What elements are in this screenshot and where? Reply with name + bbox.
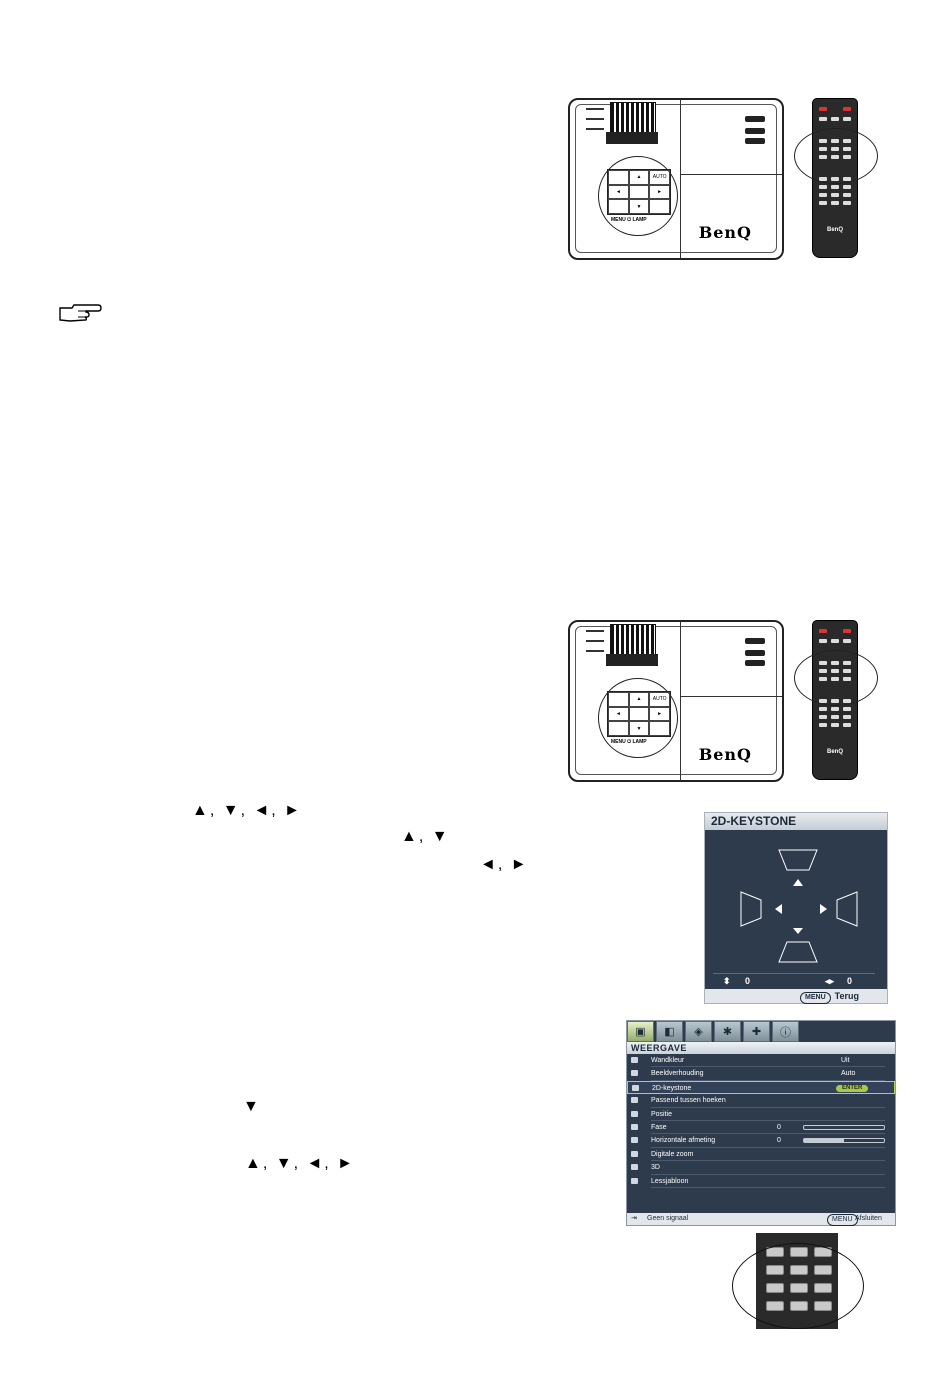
horizontal-size-slider[interactable] xyxy=(803,1138,885,1144)
keystone-diagram xyxy=(740,849,858,963)
keystone-up-icon xyxy=(793,879,803,886)
projector-brand: BenQ xyxy=(698,223,752,242)
projector-brand: BenQ xyxy=(698,745,752,764)
menu-row-wall-color[interactable]: Wandkleur Uit xyxy=(627,1054,895,1068)
horizontal-keystone-value: 0 xyxy=(847,976,853,986)
arrow-keys-glyphs-2: ▲, ▼, ◄, ► xyxy=(245,1155,356,1172)
vertical-arrows-icon: ⬍ xyxy=(723,976,731,986)
menu-row-teaching-template[interactable]: Lessjabloon xyxy=(627,1175,895,1188)
tab-picture-icon[interactable]: ◧ xyxy=(656,1021,683,1042)
corner-fit-icon xyxy=(631,1097,638,1104)
keystone-icon xyxy=(632,1084,639,1091)
menu-footer: ⇥ Geen signaal MENU Afsluiten xyxy=(627,1213,895,1226)
menu-tabs: ▣ ◧ ◈ ✱ ✚ ⓘ xyxy=(627,1021,799,1042)
display-menu-osd: ▣ ◧ ◈ ✱ ✚ ⓘ WEERGAVE Wandkleur Uit Beeld… xyxy=(626,1020,896,1226)
exit-label: Afsluiten xyxy=(855,1215,882,1222)
keystone-right-icon xyxy=(820,904,827,914)
menu-key-badge: MENU xyxy=(827,1214,858,1226)
menu-row-3d[interactable]: 3D xyxy=(627,1161,895,1175)
tab-source-icon[interactable]: ◈ xyxy=(685,1021,712,1042)
lens-icon xyxy=(610,624,656,656)
menu-row-digital-zoom[interactable]: Digitale zoom xyxy=(627,1148,895,1162)
keystone-title: 2D-KEYSTONE xyxy=(705,813,887,830)
remote-closeup-bottom xyxy=(730,1233,866,1329)
keystone-down-icon xyxy=(793,928,803,934)
control-panel-closeup: ▲AUTO ◄► ▼ MENU ⏻ LAMP xyxy=(598,678,678,758)
tab-info-icon[interactable]: ⓘ xyxy=(772,1021,799,1042)
menu-row-corner-fit[interactable]: Passend tussen hoeken xyxy=(627,1094,895,1108)
aspect-ratio-icon xyxy=(631,1070,638,1077)
tab-settings-icon[interactable]: ✱ xyxy=(714,1021,741,1042)
enter-badge: ENTER xyxy=(836,1084,869,1092)
no-signal-label: Geen signaal xyxy=(647,1215,689,1222)
left-right-arrow-glyphs: ◄, ► xyxy=(480,856,529,873)
menu-row-2d-keystone[interactable]: 2D-keystone ENTER xyxy=(627,1080,895,1095)
menu-row-position[interactable]: Positie xyxy=(627,1108,895,1121)
up-down-arrow-glyphs: ▲, ▼ xyxy=(401,828,450,845)
lens-icon xyxy=(610,102,656,134)
control-panel-closeup: ▲AUTO ◄► ▼ MENU ⏻ LAMP xyxy=(598,156,678,236)
phase-slider[interactable] xyxy=(803,1125,885,1130)
vertical-keystone-value: 0 xyxy=(745,976,751,986)
horizontal-arrows-icon: ◂▸ xyxy=(825,976,835,986)
position-icon xyxy=(631,1110,638,1117)
tab-display-icon[interactable]: ▣ xyxy=(627,1021,654,1042)
arrow-keys-glyphs: ▲, ▼, ◄, ► xyxy=(192,802,303,819)
keystone-left-icon xyxy=(775,904,782,914)
tab-advanced-icon[interactable]: ✚ xyxy=(743,1021,770,1042)
projector-illustration-middle: ▲AUTO ◄► ▼ MENU ⏻ LAMP BenQ xyxy=(568,620,784,782)
3d-icon xyxy=(631,1164,638,1171)
template-icon xyxy=(631,1177,638,1184)
menu-row-phase[interactable]: Fase 0 xyxy=(627,1121,895,1135)
pointing-hand-icon xyxy=(59,304,102,322)
menu-key-badge: MENU xyxy=(800,992,831,1004)
horizontal-size-icon xyxy=(631,1137,638,1144)
remote-button-highlight xyxy=(794,128,878,184)
remote-button-highlight xyxy=(794,650,878,706)
menu-row-aspect-ratio[interactable]: Beeldverhouding Auto xyxy=(627,1067,895,1081)
projector-illustration-top: ▲AUTO ◄► ▼ MENU ⏻ LAMP BenQ xyxy=(568,98,784,260)
down-arrow-glyph: ▼ xyxy=(243,1098,261,1115)
input-icon: ⇥ xyxy=(631,1215,637,1222)
back-label: Terug xyxy=(834,991,859,1001)
phase-icon xyxy=(631,1124,638,1130)
menu-row-horizontal-size[interactable]: Horizontale afmeting 0 xyxy=(627,1134,895,1148)
zoom-icon xyxy=(631,1150,638,1157)
wall-color-icon xyxy=(631,1057,638,1063)
menu-title: WEERGAVE xyxy=(627,1042,895,1054)
